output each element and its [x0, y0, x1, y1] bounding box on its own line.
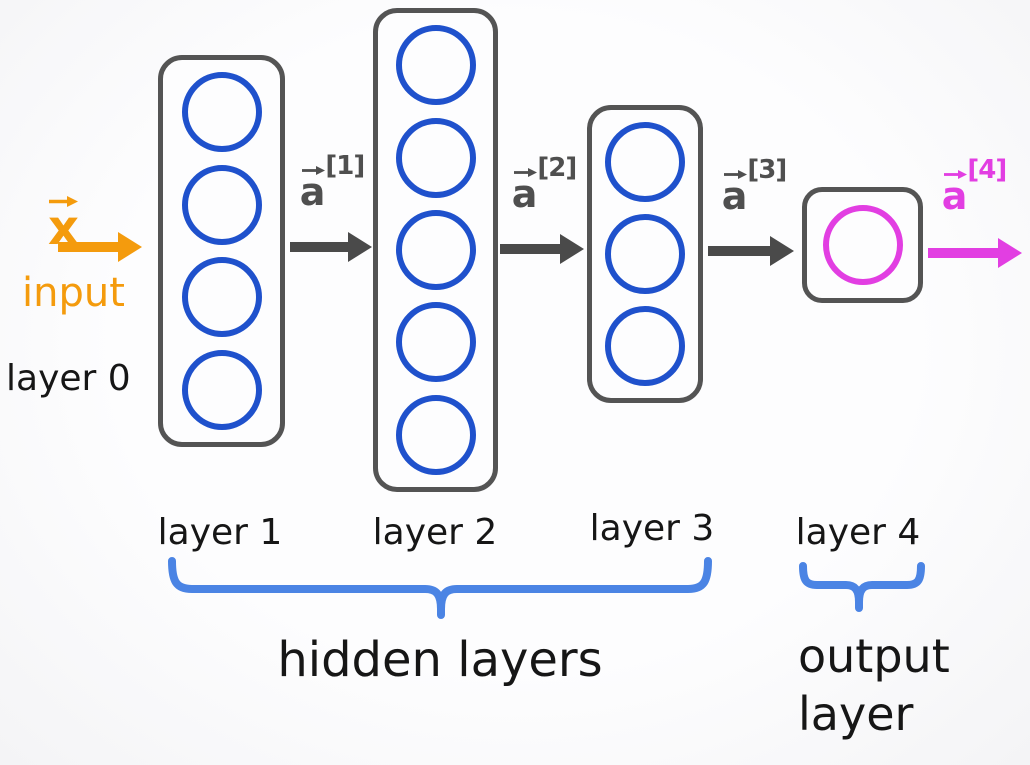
neuron: [181, 257, 262, 338]
activation-letter: a: [941, 174, 968, 218]
hidden-layers-brace: [162, 553, 718, 623]
hidden-layers-label: hidden layers: [277, 632, 603, 688]
activation-label-4: a [4]: [926, 157, 1022, 218]
layer-4-box: [802, 187, 923, 303]
activation-superscript: [1]: [325, 151, 365, 182]
activation-label-2: a [2]: [500, 155, 588, 216]
layer-1-label: layer 1: [157, 512, 283, 553]
layer-0-label: layer 0: [6, 358, 131, 399]
neuron: [395, 209, 476, 290]
activation-superscript: [4]: [967, 155, 1007, 186]
activation-superscript: [2]: [537, 153, 577, 184]
vector-arrow-icon: [943, 170, 967, 179]
vector-arrow-icon: [723, 170, 747, 179]
neuron: [395, 25, 476, 106]
neuron: [605, 122, 685, 202]
input-label: input: [22, 270, 125, 316]
activation-label-3: a [3]: [710, 157, 798, 218]
activation-superscript: [3]: [747, 155, 787, 186]
neuron: [395, 302, 476, 383]
output-layer-brace: [794, 558, 930, 616]
neuron: [605, 214, 685, 294]
vector-arrow-icon: [301, 166, 325, 175]
activation-arrow-3-icon: [708, 236, 794, 266]
output-arrow-icon: [928, 238, 1022, 268]
layer-3-label: layer 3: [589, 508, 715, 549]
neuron: [181, 349, 262, 430]
activation-label-1: a [1]: [288, 153, 376, 214]
input-arrow-icon: [58, 232, 142, 262]
activation-letter: a: [299, 170, 326, 214]
layer-1-box: [158, 55, 285, 447]
layer-2-box: [373, 8, 498, 492]
layer-2-label: layer 2: [372, 512, 498, 553]
vector-arrow-icon: [48, 196, 79, 207]
activation-letter: a: [721, 174, 748, 218]
activation-arrow-1-icon: [290, 232, 372, 262]
activation-letter: a: [511, 172, 538, 216]
neuron: [395, 394, 476, 475]
neuron: [605, 306, 685, 386]
activation-arrow-2-icon: [500, 234, 584, 264]
neuron: [822, 205, 903, 285]
output-layer-label: output layer: [798, 629, 950, 741]
neuron: [181, 72, 262, 153]
layer-4-label: layer 4: [795, 512, 921, 553]
vector-arrow-icon: [513, 168, 537, 177]
layer-3-box: [587, 105, 703, 403]
neuron: [181, 164, 262, 245]
neuron: [395, 117, 476, 198]
